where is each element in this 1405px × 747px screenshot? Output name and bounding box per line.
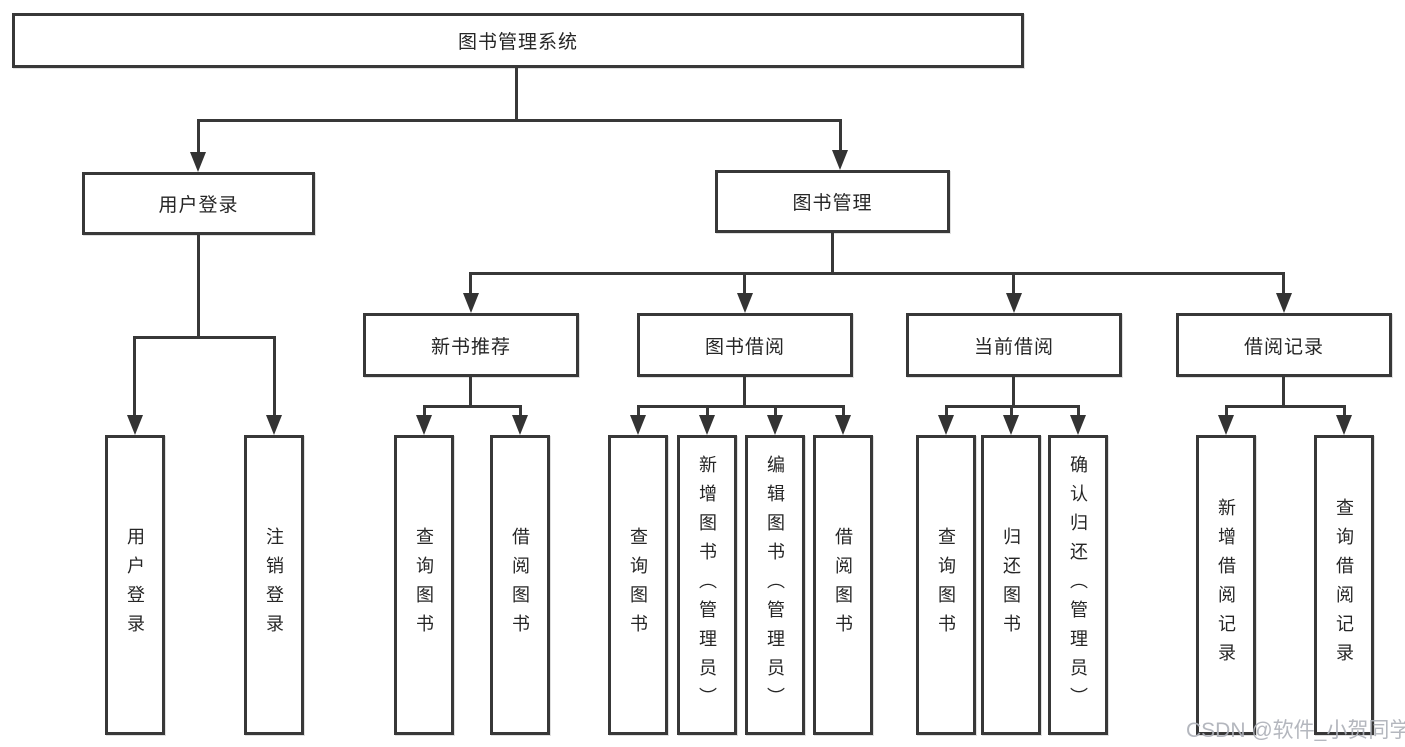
connector-v	[1282, 272, 1285, 296]
connector-h	[423, 405, 522, 408]
node-leaf-add-borrow-record: 新增借阅记录	[1196, 435, 1256, 735]
node-leaf-query-books-borrowing: 查询图书	[608, 435, 668, 735]
node-label: 确认归还（管理员）	[1068, 454, 1088, 716]
node-leaf-query-borrow-record: 查询借阅记录	[1314, 435, 1374, 735]
connector-h	[469, 272, 1285, 275]
node-current-borrowing: 当前借阅	[906, 313, 1122, 377]
arrow-down-icon	[1006, 293, 1022, 313]
connector-v	[774, 405, 777, 417]
node-label: 查询图书	[936, 527, 956, 643]
node-label: 归还图书	[1001, 527, 1021, 643]
node-label: 借阅记录	[1243, 336, 1324, 358]
arrow-down-icon	[266, 415, 282, 435]
arrow-down-icon	[512, 415, 528, 435]
node-label: 新增图书（管理员）	[697, 454, 717, 716]
node-label: 新增借阅记录	[1216, 498, 1236, 672]
node-leaf-return-books: 归还图书	[981, 435, 1041, 735]
node-book-management: 图书管理	[715, 170, 950, 233]
arrow-down-icon	[835, 415, 851, 435]
connector-v	[423, 405, 426, 417]
connector-v	[197, 119, 200, 154]
node-label: 借阅图书	[833, 527, 853, 643]
node-new-book-recommend: 新书推荐	[363, 313, 579, 377]
connector-h	[1225, 405, 1346, 408]
connector-v	[1077, 405, 1080, 417]
node-leaf-edit-books-admin: 编辑图书（管理员）	[745, 435, 805, 735]
connector-v	[743, 272, 746, 296]
connector-v	[133, 336, 136, 417]
connector-v	[519, 405, 522, 417]
node-label: 当前借阅	[973, 336, 1054, 358]
arrow-down-icon	[463, 293, 479, 313]
connector-v	[273, 336, 276, 417]
arrow-down-icon	[190, 152, 206, 172]
node-leaf-logout: 注销登录	[244, 435, 304, 735]
node-label: 用户登录	[125, 527, 145, 643]
connector-h	[197, 119, 842, 122]
csdn-watermark: CSDN @软件_小贺同学	[1186, 719, 1405, 742]
connector-v	[839, 119, 842, 152]
connector-v	[1012, 272, 1015, 296]
node-leaf-confirm-return-admin: 确认归还（管理员）	[1048, 435, 1108, 735]
connector-h	[637, 405, 845, 408]
node-label: 查询图书	[414, 527, 434, 643]
connector-v	[1225, 405, 1228, 417]
node-leaf-add-books-admin: 新增图书（管理员）	[677, 435, 737, 735]
arrow-down-icon	[630, 415, 646, 435]
connector-v	[197, 235, 200, 337]
arrow-down-icon	[127, 415, 143, 435]
node-user-login: 用户登录	[82, 172, 315, 235]
node-leaf-user-login: 用户登录	[105, 435, 165, 735]
connector-v	[469, 377, 472, 406]
connector-v	[1343, 405, 1346, 417]
arrow-down-icon	[832, 150, 848, 170]
node-label: 查询图书	[628, 527, 648, 643]
node-label: 图书借阅	[704, 336, 785, 358]
connector-v	[637, 405, 640, 417]
node-leaf-query-books-current: 查询图书	[916, 435, 976, 735]
connector-h	[133, 336, 276, 339]
connector-v	[515, 68, 518, 120]
connector-v	[1012, 377, 1015, 406]
connector-v	[842, 405, 845, 417]
node-label: 查询借阅记录	[1334, 498, 1354, 672]
connector-v	[1010, 405, 1013, 417]
arrow-down-icon	[1003, 415, 1019, 435]
node-label: 借阅图书	[510, 527, 530, 643]
connector-v	[469, 272, 472, 296]
node-leaf-query-books-recommend: 查询图书	[394, 435, 454, 735]
arrow-down-icon	[1336, 415, 1352, 435]
connector-v	[706, 405, 709, 417]
arrow-down-icon	[767, 415, 783, 435]
arrow-down-icon	[416, 415, 432, 435]
node-label: 新书推荐	[430, 336, 511, 358]
node-label: 注销登录	[264, 527, 284, 643]
node-root-system: 图书管理系统	[12, 13, 1024, 68]
arrow-down-icon	[1218, 415, 1234, 435]
arrow-down-icon	[737, 293, 753, 313]
connector-v	[831, 233, 834, 273]
connector-v	[743, 377, 746, 406]
arrow-down-icon	[1070, 415, 1086, 435]
arrow-down-icon	[699, 415, 715, 435]
arrow-down-icon	[938, 415, 954, 435]
node-label: 图书管理	[792, 193, 873, 214]
arrow-down-icon	[1276, 293, 1292, 313]
node-label: 图书管理系统	[457, 32, 578, 53]
connector-v	[945, 405, 948, 417]
node-leaf-borrow-books-recommend: 借阅图书	[490, 435, 550, 735]
connector-v	[1282, 377, 1285, 406]
node-borrowing-records: 借阅记录	[1176, 313, 1392, 377]
node-label: 用户登录	[158, 195, 239, 216]
node-label: 编辑图书（管理员）	[765, 454, 785, 716]
node-leaf-borrow-books: 借阅图书	[813, 435, 873, 735]
node-book-borrowing: 图书借阅	[637, 313, 853, 377]
